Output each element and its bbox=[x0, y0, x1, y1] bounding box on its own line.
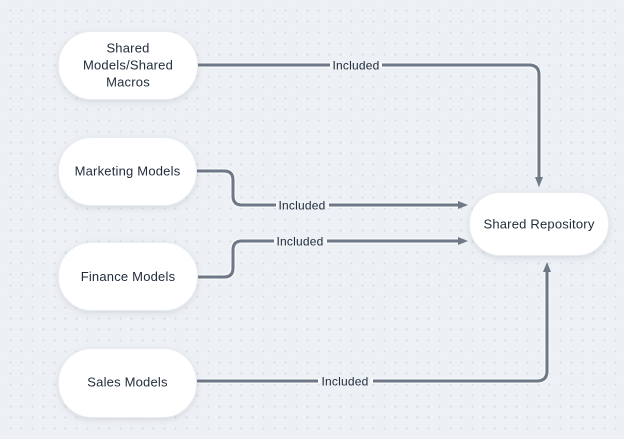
node-shared-models-shared-macros[interactable]: Shared Models/Shared Macros bbox=[58, 31, 198, 100]
node-label-line: Macros bbox=[106, 75, 150, 90]
edge-label-included: Included bbox=[322, 375, 369, 389]
node-shared-repository[interactable]: Shared Repository bbox=[469, 192, 609, 256]
node-finance-models[interactable]: Finance Models bbox=[58, 242, 198, 311]
node-label-line: Shared bbox=[106, 41, 149, 56]
edge-marketing-to-repository[interactable]: Included bbox=[194, 168, 458, 213]
edge-sales-to-repository[interactable]: Included bbox=[193, 272, 547, 389]
edge-finance-to-repository[interactable]: Included bbox=[194, 235, 458, 280]
node-sales-models[interactable]: Sales Models bbox=[58, 348, 197, 418]
node-marketing-models[interactable]: Marketing Models bbox=[58, 137, 197, 206]
node-label-line: Models/Shared bbox=[83, 58, 173, 73]
edge-shared-models-to-repository[interactable]: Included bbox=[195, 59, 539, 178]
node-label: Marketing Models bbox=[75, 164, 181, 179]
node-label: Finance Models bbox=[81, 269, 176, 284]
edge-label-included: Included bbox=[277, 235, 324, 249]
edge-label-included: Included bbox=[279, 199, 326, 213]
node-label: Sales Models bbox=[87, 375, 168, 390]
node-label: Shared Repository bbox=[483, 217, 594, 232]
edge-label-included: Included bbox=[333, 59, 380, 73]
